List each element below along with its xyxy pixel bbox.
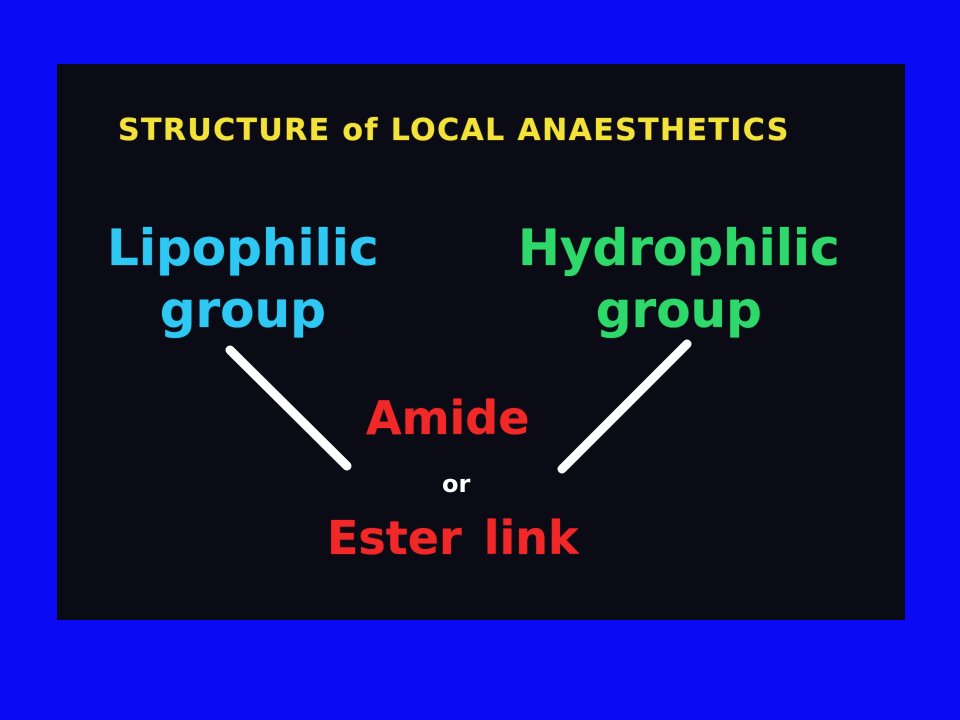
or-label: or [442, 470, 471, 498]
left-connector-line [225, 345, 352, 471]
ester-link-label: Ester link [327, 511, 579, 565]
lipophilic-group-label: Lipophilic group [107, 217, 379, 341]
lipophilic-line-2: group [159, 281, 326, 339]
slide-panel: STRUCTURE of LOCAL ANAESTHETICS Lipophil… [57, 64, 905, 620]
lipophilic-line-1: Lipophilic [107, 219, 379, 277]
hydrophilic-line-2: group [595, 281, 762, 339]
right-connector-line [557, 339, 692, 474]
hydrophilic-group-label: Hydrophilic group [518, 217, 840, 341]
slide-title: STRUCTURE of LOCAL ANAESTHETICS [118, 113, 790, 148]
hydrophilic-line-1: Hydrophilic [518, 219, 840, 277]
connector-lines [225, 339, 692, 474]
amide-label: Amide [366, 391, 530, 445]
